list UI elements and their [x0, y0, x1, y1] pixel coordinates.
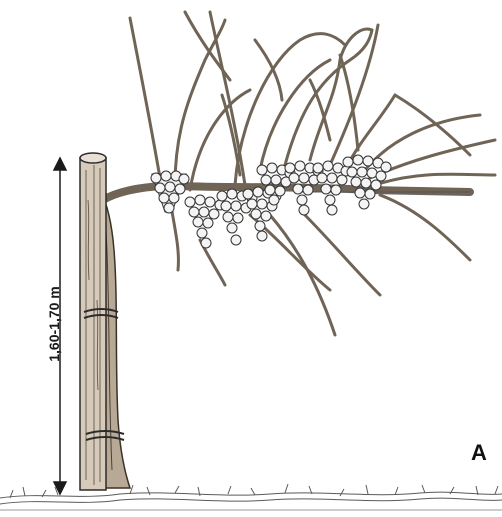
support-stake: [80, 153, 106, 490]
cane: [375, 174, 495, 185]
cane: [330, 25, 378, 165]
panel-letter: A: [464, 440, 494, 466]
cane: [260, 60, 330, 170]
cane: [270, 215, 335, 335]
cane: [130, 18, 160, 178]
grape-cluster: [185, 195, 225, 248]
ground-grass: [0, 484, 502, 510]
grape-cluster: [151, 171, 189, 213]
cane: [380, 195, 470, 260]
height-label: 1,60-1,70 m: [44, 274, 64, 374]
cane: [370, 140, 495, 178]
